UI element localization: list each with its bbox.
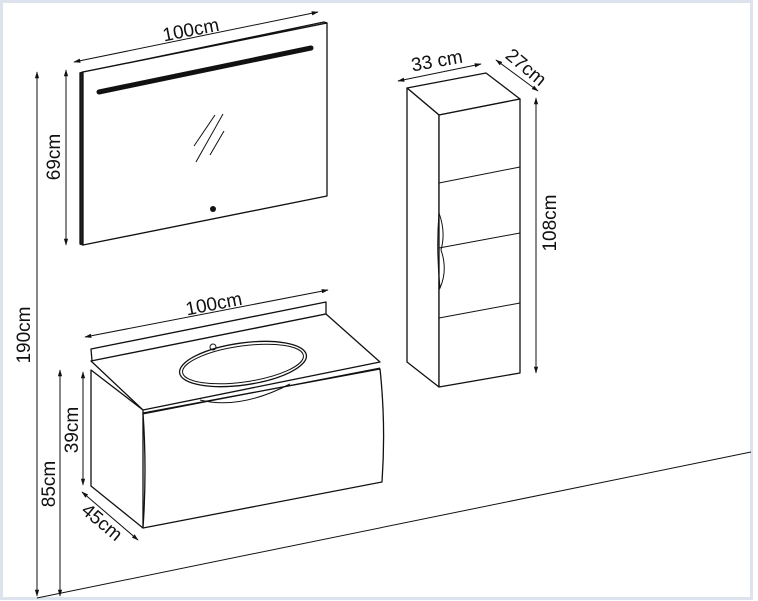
cabinet-width-arrow — [397, 63, 482, 82]
vanity-unit — [90, 301, 385, 529]
mirror-touch-switch-icon — [210, 206, 216, 212]
mirror-width-label: 100cm — [161, 15, 221, 46]
vanity-width-label: 100cm — [184, 289, 244, 320]
cabinet-door-handle — [437, 212, 445, 290]
cabinet-shelf-line — [438, 166, 521, 184]
mirror-height-dimension: 69cm — [44, 69, 69, 246]
cabinet-side — [406, 87, 440, 388]
vanity-width-arrow — [84, 289, 329, 338]
mirror-glare-line — [195, 113, 224, 163]
cabinet-depth-label: 27cm — [501, 45, 550, 91]
vanity-sink-inner — [182, 343, 304, 385]
tap-hole-icon — [209, 343, 217, 351]
tall-cabinet — [406, 72, 521, 388]
cabinet-depth-dimension: 27cm — [495, 45, 550, 92]
mirror-glare-line — [209, 130, 225, 156]
cabinet-shelf-line — [438, 232, 521, 249]
floor-line — [36, 451, 752, 599]
mirror-width-arrow — [73, 11, 319, 63]
vanity-depth-arrow — [81, 491, 139, 541]
cabinet-width-label: 33 cm — [410, 47, 465, 77]
overall-height-label: 190cm — [14, 306, 35, 363]
vanity-height-label: 39cm — [62, 407, 83, 453]
cabinet-depth-arrow — [495, 59, 539, 92]
vanity-floor-height-label: 85cm — [39, 461, 60, 507]
mirror — [79, 21, 328, 246]
vanity-handle-groove — [199, 383, 291, 404]
mirror-front — [82, 22, 328, 246]
mirror-height-label: 69cm — [44, 134, 65, 180]
mirror-glare-line — [193, 114, 216, 147]
cabinet-height-label: 108cm — [540, 194, 561, 251]
vanity-top-edge — [142, 367, 381, 415]
cabinet-height-dimension: 108cm — [533, 97, 561, 374]
cabinet-front — [438, 98, 521, 388]
vanity-drawer-front — [142, 368, 385, 529]
vanity-height-dimension: 39cm — [62, 371, 86, 486]
overall-height-dimension: 190cm — [14, 71, 40, 597]
cabinet-shelf-line — [438, 302, 521, 319]
vanity-floor-height-dimension: 85cm — [39, 369, 63, 597]
